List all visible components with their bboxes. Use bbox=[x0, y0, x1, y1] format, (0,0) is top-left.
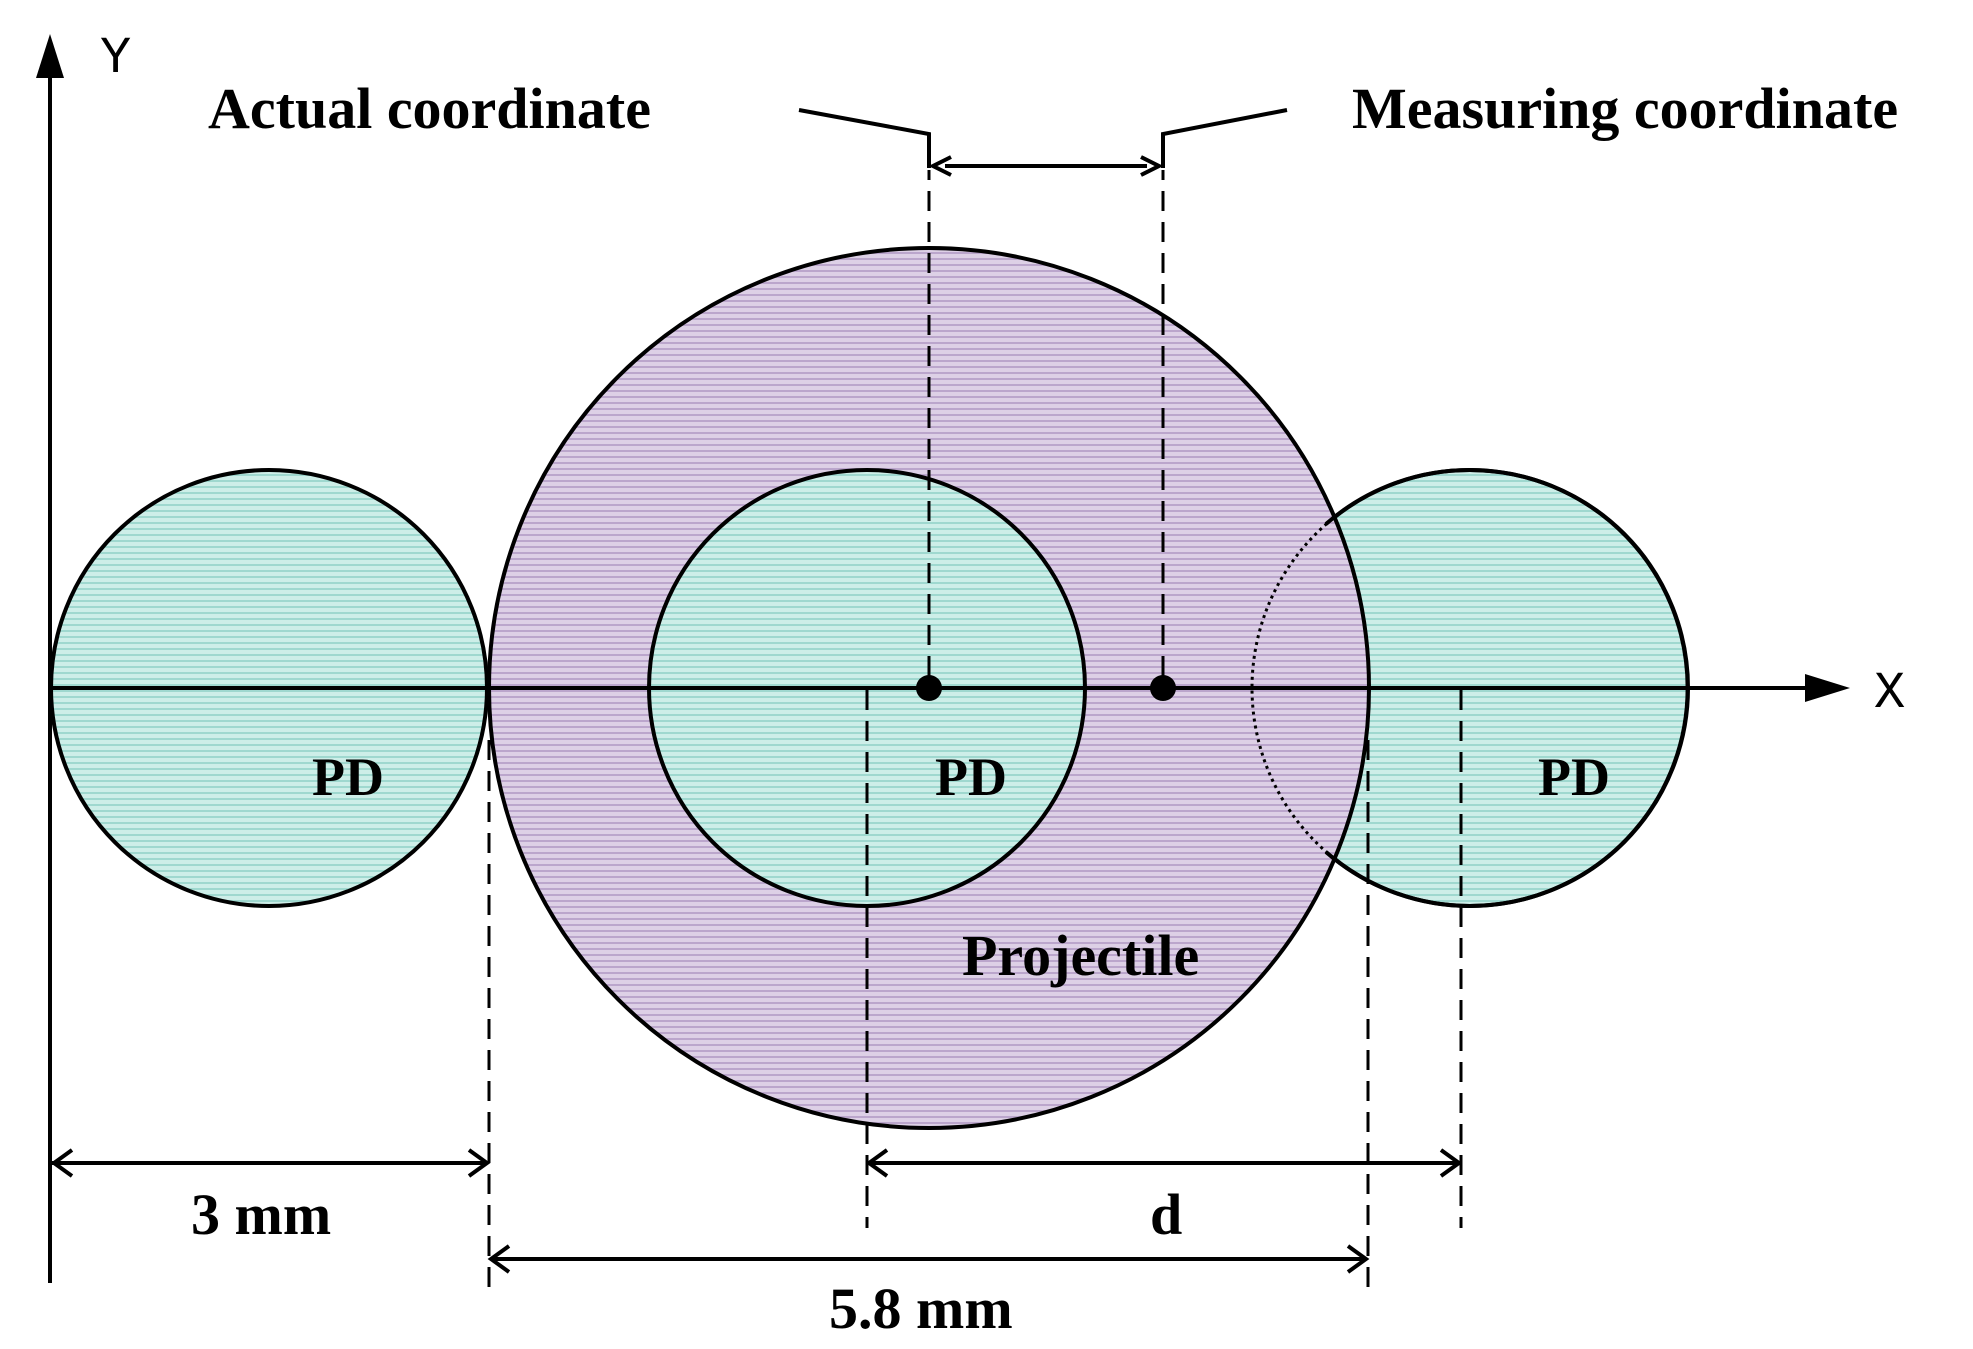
dim-d-arrowhead-left bbox=[865, 1148, 889, 1178]
dim-d-arrowhead-right bbox=[1439, 1148, 1463, 1178]
dim-5-8mm-arrowhead-left bbox=[487, 1244, 511, 1274]
dim-3mm-arrowhead-right bbox=[467, 1148, 491, 1178]
measuring-coordinate-leader bbox=[1161, 108, 1288, 168]
y-axis-arrowhead bbox=[36, 34, 64, 78]
actual-coordinate-label: Actual coordinate bbox=[208, 76, 651, 141]
dim-3mm-label: 3 mm bbox=[191, 1182, 331, 1247]
coordinate-offset-arrowhead-right bbox=[1140, 155, 1164, 177]
pd-label-center: PD bbox=[935, 747, 1007, 807]
actual-coordinate-leader bbox=[798, 108, 931, 168]
dim-3mm-arrowhead-left bbox=[50, 1148, 74, 1178]
dim-5-8mm-label: 5.8 mm bbox=[829, 1276, 1013, 1341]
dim-5-8mm-arrowhead-right bbox=[1346, 1244, 1370, 1274]
measuring-coordinate-point bbox=[1150, 675, 1176, 701]
y-axis-label: Y bbox=[100, 29, 131, 88]
measuring-coordinate-label: Measuring coordinate bbox=[1352, 76, 1898, 141]
coordinate-offset-arrowhead-left bbox=[928, 155, 952, 177]
pd-label-right: PD bbox=[1538, 747, 1610, 807]
dim-d-label: d bbox=[1150, 1182, 1182, 1247]
x-axis-arrowhead bbox=[1805, 674, 1850, 702]
x-axis-label: X bbox=[1874, 664, 1905, 723]
projectile-label: Projectile bbox=[962, 923, 1199, 988]
actual-coordinate-point bbox=[916, 675, 942, 701]
pd-label-left: PD bbox=[312, 747, 384, 807]
